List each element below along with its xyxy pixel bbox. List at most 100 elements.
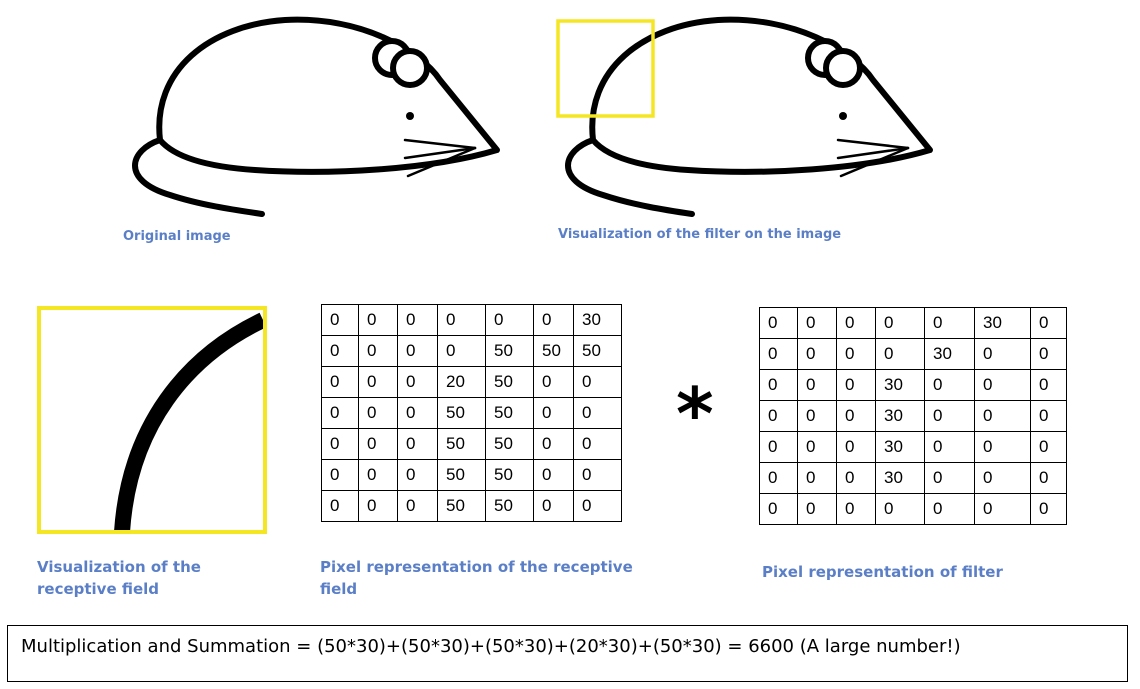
matrix-cell: 50 xyxy=(485,335,534,367)
matrix-cell: 0 xyxy=(533,459,574,491)
matrix-cell: 0 xyxy=(797,369,837,401)
matrix-cell: 50 xyxy=(437,490,486,522)
matrix-cell: 50 xyxy=(485,397,534,429)
matrix-cell: 0 xyxy=(759,462,798,494)
matrix-cell: 0 xyxy=(573,459,622,491)
matrix-cell: 0 xyxy=(358,459,398,491)
matrix-cell: 0 xyxy=(924,493,975,525)
matrix-cell: 0 xyxy=(924,369,975,401)
matrix-cell: 0 xyxy=(759,338,798,370)
matrix-cell: 30 xyxy=(875,400,925,432)
matrix-cell: 20 xyxy=(437,366,486,398)
matrix-cell: 0 xyxy=(533,428,574,460)
matrix-cell: 30 xyxy=(924,338,975,370)
convolution-operator: * xyxy=(676,372,714,456)
matrix-cell: 0 xyxy=(836,493,876,525)
matrix-cell: 0 xyxy=(759,431,798,463)
matrix-cell: 30 xyxy=(573,304,622,336)
filter-highlight-box xyxy=(556,19,655,118)
matrix-cell: 0 xyxy=(974,400,1031,432)
caption-pixel-receptive-line1: Pixel representation of the receptive xyxy=(320,558,633,576)
matrix-cell: 0 xyxy=(358,304,398,336)
caption-pixel-receptive: Pixel representation of the receptive fi… xyxy=(320,556,633,600)
caption-receptive-field-line2: receptive field xyxy=(37,580,160,598)
matrix-cell: 0 xyxy=(358,490,398,522)
matrix-cell: 50 xyxy=(437,459,486,491)
matrix-cell: 0 xyxy=(1030,431,1067,463)
matrix-cell: 0 xyxy=(875,307,925,339)
matrix-cell: 0 xyxy=(573,490,622,522)
matrix-cell: 0 xyxy=(437,335,486,367)
matrix-cell: 0 xyxy=(974,369,1031,401)
matrix-cell: 0 xyxy=(573,397,622,429)
matrix-cell: 0 xyxy=(836,307,876,339)
matrix-cell: 0 xyxy=(321,459,359,491)
matrix-cell: 0 xyxy=(974,462,1031,494)
matrix-cell: 0 xyxy=(397,490,438,522)
matrix-cell: 0 xyxy=(1030,338,1067,370)
mouse-with-filter xyxy=(556,16,933,217)
matrix-cell: 0 xyxy=(924,307,975,339)
matrix-cell: 0 xyxy=(836,431,876,463)
matrix-cell: 30 xyxy=(875,369,925,401)
matrix-cell: 50 xyxy=(485,366,534,398)
receptive-field-visualization xyxy=(37,306,267,534)
matrix-cell: 50 xyxy=(485,490,534,522)
matrix-cell: 0 xyxy=(974,431,1031,463)
matrix-cell: 0 xyxy=(358,397,398,429)
matrix-cell: 0 xyxy=(836,400,876,432)
matrix-cell: 0 xyxy=(358,335,398,367)
caption-receptive-field: Visualization of the receptive field xyxy=(37,556,201,600)
formula-text: Multiplication and Summation = (50*30)+(… xyxy=(21,636,961,657)
matrix-cell: 0 xyxy=(437,304,486,336)
matrix-cell: 0 xyxy=(797,493,837,525)
matrix-cell: 0 xyxy=(321,335,359,367)
matrix-cell: 50 xyxy=(485,459,534,491)
matrix-cell: 0 xyxy=(797,307,837,339)
caption-receptive-field-line1: Visualization of the xyxy=(37,558,201,576)
matrix-cell: 0 xyxy=(321,428,359,460)
matrix-cell: 0 xyxy=(358,428,398,460)
matrix-cell: 0 xyxy=(759,369,798,401)
mouse-original xyxy=(132,16,500,217)
formula-box: Multiplication and Summation = (50*30)+(… xyxy=(7,625,1128,682)
matrix-cell: 0 xyxy=(397,335,438,367)
matrix-cell: 30 xyxy=(974,307,1031,339)
matrix-cell: 0 xyxy=(924,431,975,463)
matrix-cell: 0 xyxy=(573,428,622,460)
matrix-cell: 0 xyxy=(836,462,876,494)
matrix-cell: 0 xyxy=(321,366,359,398)
matrix-cell: 0 xyxy=(533,304,574,336)
matrix-cell: 0 xyxy=(397,428,438,460)
matrix-cell: 50 xyxy=(437,397,486,429)
matrix-cell: 0 xyxy=(974,493,1031,525)
matrix-cell: 0 xyxy=(321,304,359,336)
matrix-cell: 0 xyxy=(759,400,798,432)
matrix-cell: 50 xyxy=(533,335,574,367)
caption-pixel-receptive-line2: field xyxy=(320,580,358,598)
matrix-cell: 50 xyxy=(437,428,486,460)
matrix-cell: 0 xyxy=(836,369,876,401)
matrix-cell: 0 xyxy=(797,400,837,432)
matrix-cell: 0 xyxy=(1030,493,1067,525)
matrix-cell: 0 xyxy=(1030,400,1067,432)
matrix-cell: 0 xyxy=(1030,462,1067,494)
matrix-cell: 0 xyxy=(797,462,837,494)
matrix-cell: 30 xyxy=(875,462,925,494)
caption-filter-on-image: Visualization of the filter on the image xyxy=(558,227,842,242)
matrix-cell: 50 xyxy=(485,428,534,460)
matrix-cell: 30 xyxy=(875,431,925,463)
caption-original-image: Original image xyxy=(123,229,231,244)
matrix-cell: 0 xyxy=(397,366,438,398)
matrix-cell: 0 xyxy=(1030,369,1067,401)
